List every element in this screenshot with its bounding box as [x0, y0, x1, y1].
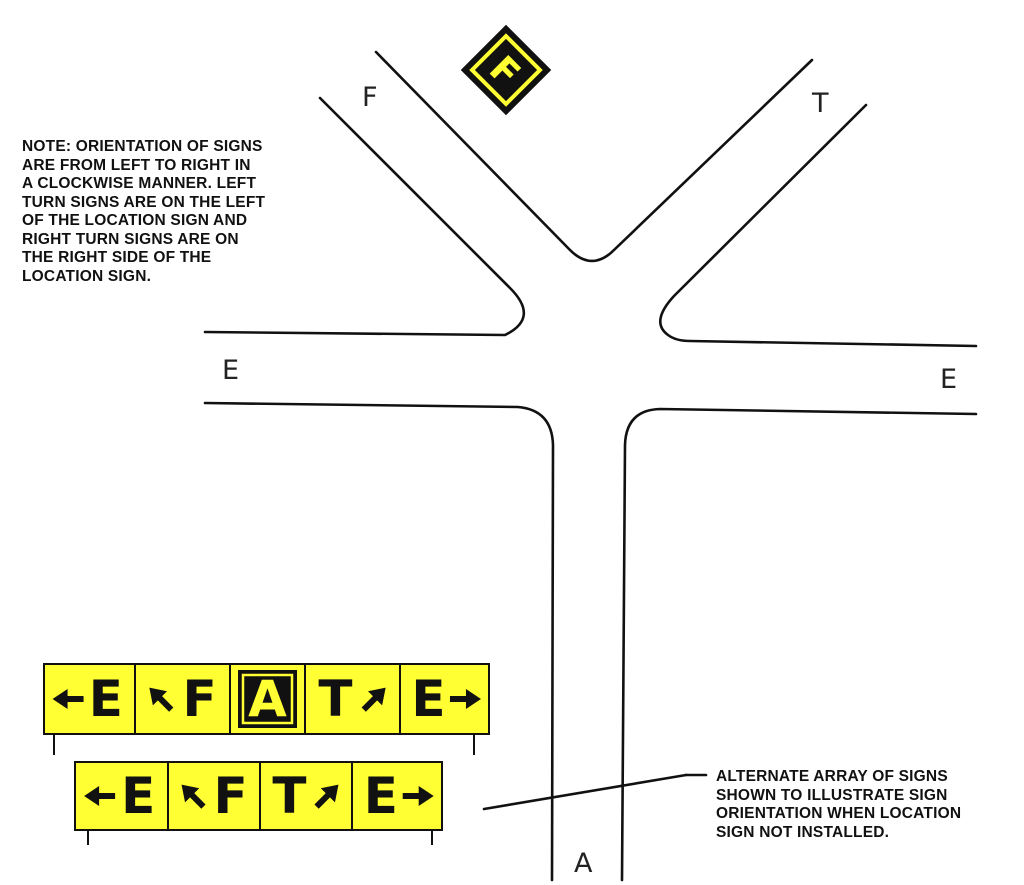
direction-sign-panel: E — [74, 761, 169, 831]
taxiway-edge-f-right — [374, 50, 814, 263]
note-line: SHOWN TO ILLUSTRATE SIGN — [716, 786, 948, 804]
direction-sign-panel: E — [43, 663, 136, 735]
arrow-right-icon — [402, 786, 434, 806]
taxiway-label-e-left: E — [222, 355, 240, 386]
orientation-note: NOTE: ORIENTATION OF SIGNS ARE FROM LEFT… — [22, 138, 265, 286]
taxiway-edge-e-right-a-right — [620, 407, 978, 882]
note-line: TURN SIGNS ARE ON THE LEFT — [22, 193, 266, 211]
location-sign-inner — [474, 38, 538, 102]
location-sign-panel: A — [229, 663, 306, 735]
alternate-array-note: ALTERNATE ARRAY OF SIGNS SHOWN TO ILLUST… — [716, 768, 961, 842]
sign-letter: T — [318, 670, 352, 728]
arrow-right-icon — [449, 689, 481, 709]
sign-letter: T — [272, 767, 306, 825]
note-line: THE RIGHT SIDE OF THE — [22, 249, 212, 266]
note-line: ORIENTATION WHEN LOCATION — [716, 805, 962, 822]
arrow-left-icon — [52, 689, 84, 709]
sign-letter: E — [121, 767, 155, 825]
taxiway-label-t: T — [812, 88, 829, 119]
note-line: OF THE LOCATION SIGN AND — [22, 212, 248, 229]
taxiway-label-e-right: E — [940, 364, 958, 395]
note-line: SIGN NOT INSTALLED. — [716, 823, 890, 841]
note-line: NOTE: ORIENTATION OF SIGNS — [22, 138, 263, 155]
direction-sign-panel: T — [259, 761, 353, 831]
note-line: LOCATION SIGN. — [22, 267, 152, 285]
sign-letter: E — [364, 767, 398, 825]
taxiway-label-a: A — [574, 848, 593, 879]
sign-letter: F — [213, 767, 247, 825]
note-line: RIGHT TURN SIGNS ARE ON — [22, 230, 239, 248]
direction-sign-panel: F — [134, 663, 231, 735]
taxiway-label-f: F — [362, 82, 378, 113]
taxiway-edge-e-left-a-left — [203, 401, 555, 882]
arrow-up-right-icon — [361, 687, 386, 712]
arrow-up-left-icon — [149, 687, 174, 712]
taxiway-edge-t-right — [659, 103, 978, 348]
note-line: A CLOCKWISE MANNER. LEFT — [22, 175, 257, 192]
taxiway-edge-f-left — [203, 96, 526, 337]
arrow-left-icon — [84, 786, 116, 806]
note-line: ARE FROM LEFT TO RIGHT IN — [22, 156, 251, 174]
sign-letter: A — [248, 670, 287, 728]
arrow-up-right-icon — [314, 784, 339, 809]
sign-letter: E — [411, 670, 445, 728]
direction-sign-panel: E — [351, 761, 443, 831]
note-line: ALTERNATE ARRAY OF SIGNS — [716, 768, 948, 785]
direction-sign-panel: E — [399, 663, 490, 735]
direction-sign-panel: T — [304, 663, 401, 735]
direction-sign-panel: F — [167, 761, 261, 831]
alternate-note-leader-line — [482, 773, 688, 811]
sign-letter: F — [183, 670, 217, 728]
arrow-up-left-icon — [181, 784, 206, 809]
sign-letter: E — [89, 670, 123, 728]
